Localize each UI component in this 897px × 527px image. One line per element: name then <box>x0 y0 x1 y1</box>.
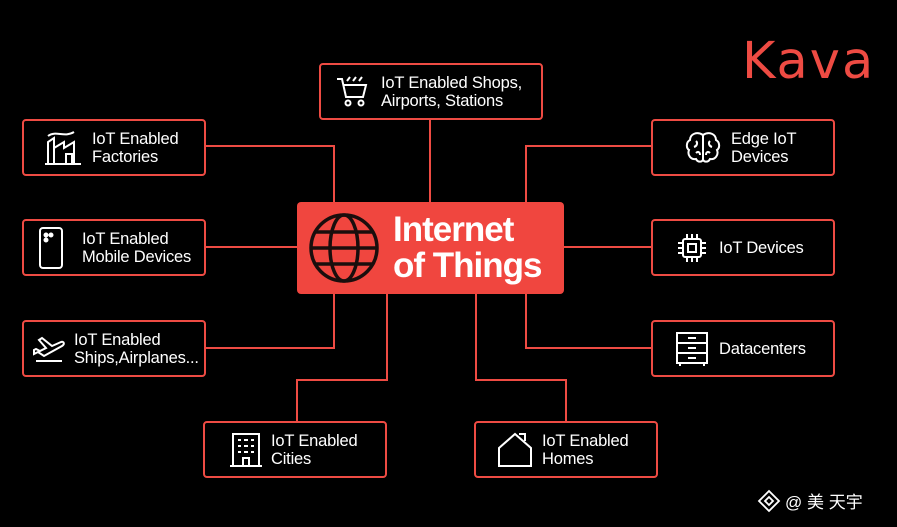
node-shops-label: IoT Enabled Shops, Airports, Stations <box>381 73 523 110</box>
node-factories[interactable]: IoT Enabled Factories <box>22 119 206 176</box>
smartphone-icon <box>38 226 64 270</box>
city-building-icon <box>229 432 263 468</box>
node-ships-label: IoT Enabled Ships,Airplanes... <box>74 330 199 367</box>
shopping-cart-icon <box>335 75 369 109</box>
node-cities-label: IoT Enabled Cities <box>271 431 358 468</box>
node-edge-label: Edge IoT Devices <box>731 129 797 166</box>
watermark-text: @ 美 天宇 <box>785 493 863 512</box>
house-icon <box>496 431 534 469</box>
connector-datacenters <box>525 294 652 349</box>
watermark: @ 美 天宇 <box>757 488 863 513</box>
node-mobile[interactable]: IoT Enabled Mobile Devices <box>22 219 206 276</box>
factory-icon <box>44 130 82 166</box>
connector-edge <box>525 145 652 202</box>
connector-homes <box>475 294 567 422</box>
node-mobile-label: IoT Enabled Mobile Devices <box>82 229 192 266</box>
node-shops[interactable]: IoT Enabled Shops, Airports, Stations <box>319 63 543 120</box>
server-cabinet-icon <box>675 331 709 367</box>
node-devices[interactable]: IoT Devices <box>651 219 835 276</box>
hub-internet-of-things[interactable]: Internet of Things <box>297 202 564 294</box>
diamond-logo-icon <box>757 489 781 513</box>
node-devices-label: IoT Devices <box>719 238 804 257</box>
globe-icon <box>307 211 381 285</box>
hub-title: Internet of Things <box>393 210 542 285</box>
connector-factories <box>205 145 335 202</box>
node-edge[interactable]: Edge IoT Devices <box>651 119 835 176</box>
node-datacenters-label: Datacenters <box>719 339 806 358</box>
connector-cities <box>296 294 388 422</box>
chip-icon <box>677 233 707 263</box>
node-homes[interactable]: IoT Enabled Homes <box>474 421 658 478</box>
brand-logo: Kava <box>742 32 876 91</box>
connector-ships <box>205 294 335 349</box>
node-cities[interactable]: IoT Enabled Cities <box>203 421 387 478</box>
node-ships[interactable]: IoT Enabled Ships,Airplanes... <box>22 320 206 377</box>
node-factories-label: IoT Enabled Factories <box>92 129 179 166</box>
airplane-icon <box>32 334 66 364</box>
brain-icon <box>685 131 721 165</box>
node-homes-label: IoT Enabled Homes <box>542 431 629 468</box>
node-datacenters[interactable]: Datacenters <box>651 320 835 377</box>
